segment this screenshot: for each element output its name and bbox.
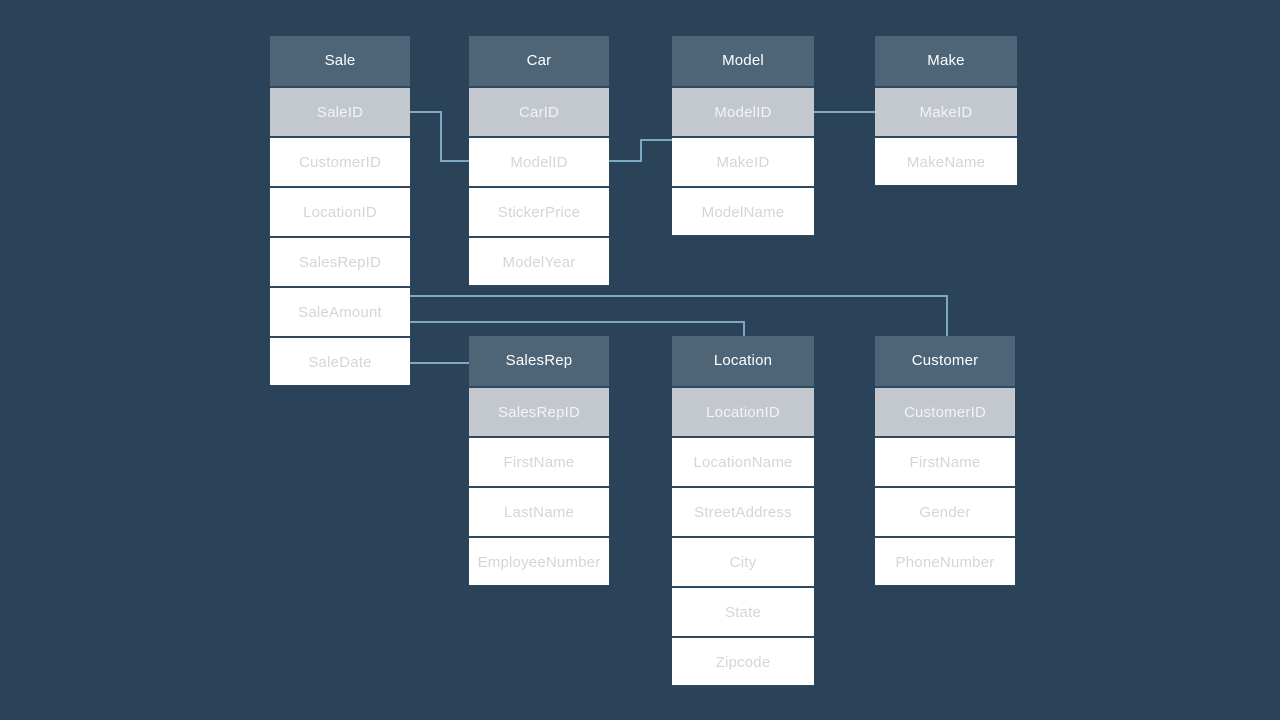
entity-field-location-city[interactable]: City [672,536,814,586]
entity-field-customer-gender[interactable]: Gender [875,486,1015,536]
entity-field-customer-phonenumber[interactable]: PhoneNumber [875,536,1015,586]
entity-field-model-makeid[interactable]: MakeID [672,136,814,186]
entity-field-salesrep-firstname[interactable]: FirstName [469,436,609,486]
entity-header-customer: Customer [875,336,1015,386]
entity-field-location-state[interactable]: State [672,586,814,636]
entity-field-customer-customerid[interactable]: CustomerID [875,386,1015,436]
entity-field-sale-saleamount[interactable]: SaleAmount [270,286,410,336]
entity-field-car-modelid[interactable]: ModelID [469,136,609,186]
entity-field-sale-saleid[interactable]: SaleID [270,86,410,136]
entity-field-sale-locationid[interactable]: LocationID [270,186,410,236]
entity-field-make-makeid[interactable]: MakeID [875,86,1017,136]
entity-field-location-streetaddress[interactable]: StreetAddress [672,486,814,536]
entity-header-car: Car [469,36,609,86]
entity-field-salesrep-lastname[interactable]: LastName [469,486,609,536]
entity-header-location: Location [672,336,814,386]
entity-header-model: Model [672,36,814,86]
entity-field-customer-firstname[interactable]: FirstName [875,436,1015,486]
entity-field-car-modelyear[interactable]: ModelYear [469,236,609,286]
entity-header-make: Make [875,36,1017,86]
entity-field-car-carid[interactable]: CarID [469,86,609,136]
entity-field-location-zipcode[interactable]: Zipcode [672,636,814,686]
connector-rel-car-sale [410,111,470,162]
entity-field-sale-customerid[interactable]: CustomerID [270,136,410,186]
connector-rel-sale-location [410,321,745,336]
entity-field-location-locationname[interactable]: LocationName [672,436,814,486]
entity-field-model-modelid[interactable]: ModelID [672,86,814,136]
entity-field-make-makename[interactable]: MakeName [875,136,1017,186]
entity-field-sale-salesrepid[interactable]: SalesRepID [270,236,410,286]
entity-field-location-locationid[interactable]: LocationID [672,386,814,436]
entity-header-salesrep: SalesRep [469,336,609,386]
entity-field-salesrep-employeenumber[interactable]: EmployeeNumber [469,536,609,586]
entity-field-car-stickerprice[interactable]: StickerPrice [469,186,609,236]
connector-rel-sale-customer [410,295,948,336]
entity-header-sale: Sale [270,36,410,86]
entity-field-model-modelname[interactable]: ModelName [672,186,814,236]
connector-rel-model-car [609,139,672,162]
entity-field-sale-saledate[interactable]: SaleDate [270,336,410,386]
entity-field-salesrep-salesrepid[interactable]: SalesRepID [469,386,609,436]
